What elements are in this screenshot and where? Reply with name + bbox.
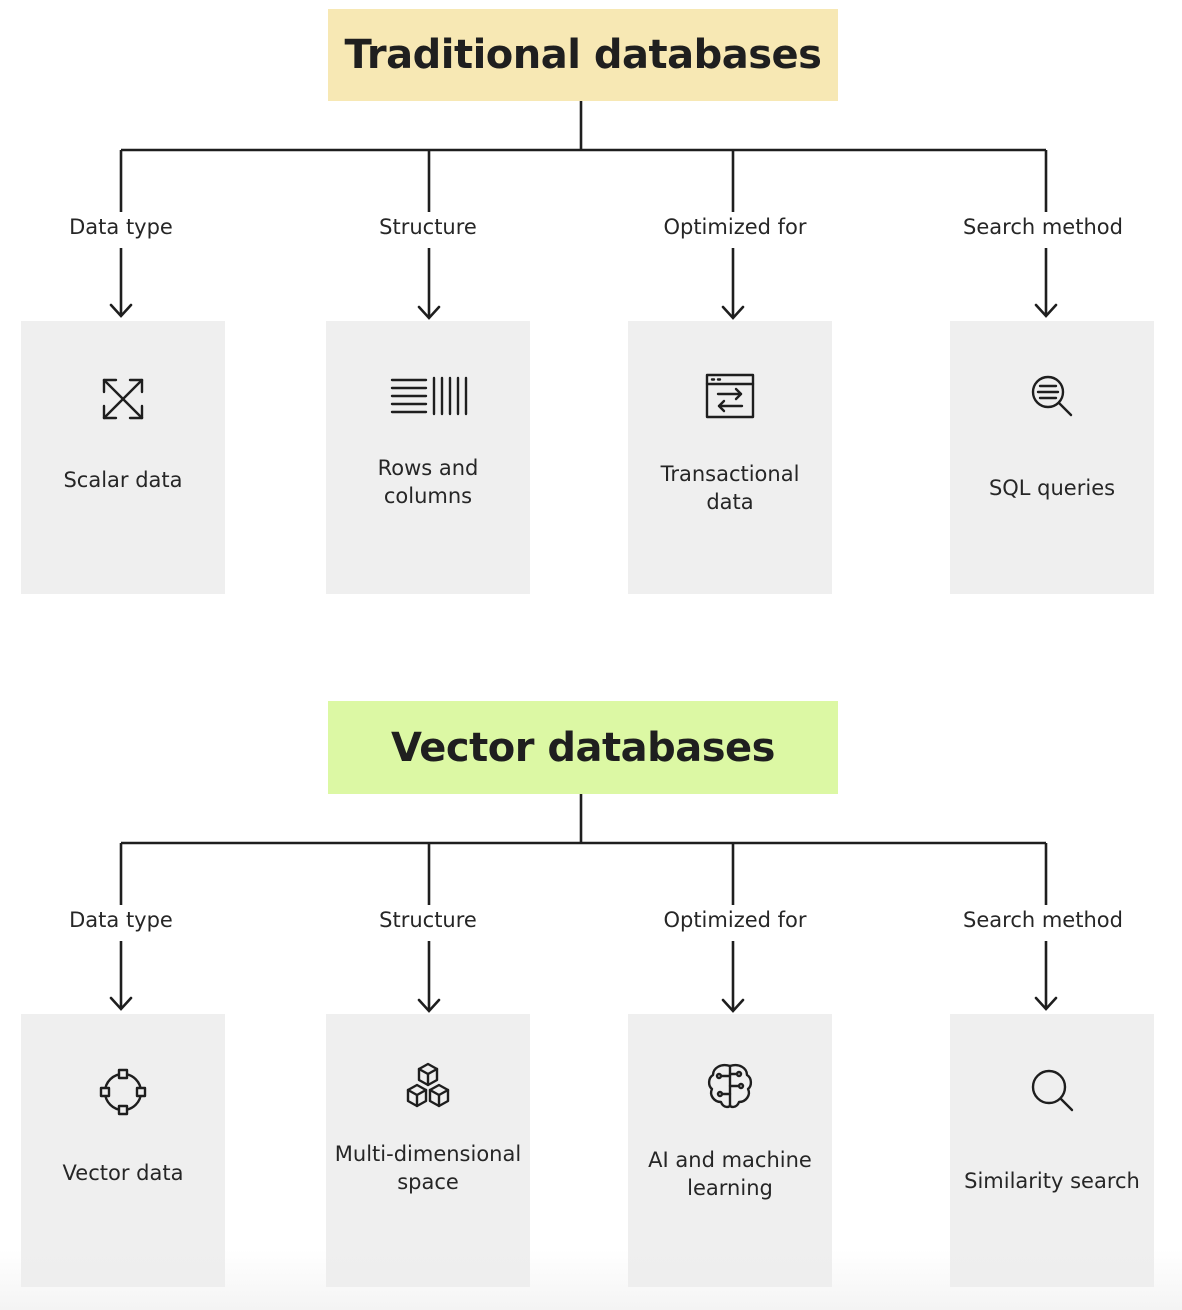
search-icon: [950, 1062, 1154, 1122]
cubes-icon: [326, 1058, 530, 1118]
vector-databases-section: Vector databases Data type Structure Opt…: [0, 693, 1182, 1293]
trad-label-optimized-for: Optimized for: [635, 214, 835, 240]
trad-card-label: Transactional data: [660, 462, 800, 514]
vec-card-vector-data: Vector data: [21, 1014, 225, 1287]
vec-card-multi-dimensional-space: Multi-dimensional space: [326, 1014, 530, 1287]
vec-card-label: AI and machine learning: [648, 1148, 812, 1200]
transaction-window-icon: [628, 369, 832, 429]
trad-card-label: SQL queries: [988, 476, 1116, 500]
vec-card-similarity-search: Similarity search: [950, 1014, 1154, 1287]
trad-card-transactional-data: Transactional data: [628, 321, 832, 594]
expand-arrows-icon: [21, 370, 225, 430]
trad-label-structure: Structure: [328, 214, 528, 240]
vec-label-data-type: Data type: [21, 907, 221, 933]
rows-columns-icon: [326, 368, 530, 428]
brain-circuit-icon: [628, 1058, 832, 1118]
vec-card-label: Vector data: [62, 1161, 184, 1185]
trad-card-label: Rows and columns: [377, 456, 479, 508]
vec-card-label: Multi-dimensional space: [334, 1142, 522, 1194]
trad-card-rows-columns: Rows and columns: [326, 321, 530, 594]
vector-nodes-icon: [21, 1063, 225, 1123]
vector-connectors: [109, 794, 1058, 1013]
search-lines-icon: [950, 367, 1154, 427]
trad-card-label: Scalar data: [63, 468, 183, 492]
vec-label-search-method: Search method: [943, 907, 1143, 933]
vec-card-ai-machine-learning: AI and machine learning: [628, 1014, 832, 1287]
vec-label-structure: Structure: [328, 907, 528, 933]
trad-card-sql-queries: SQL queries: [950, 321, 1154, 594]
trad-card-scalar-data: Scalar data: [21, 321, 225, 594]
traditional-databases-title: Traditional databases: [328, 9, 838, 101]
vector-databases-title: Vector databases: [328, 701, 838, 794]
traditional-connectors: [109, 101, 1058, 320]
trad-label-search-method: Search method: [943, 214, 1143, 240]
traditional-databases-section: Traditional databases Data type Structur…: [0, 0, 1182, 600]
trad-label-data-type: Data type: [21, 214, 221, 240]
vec-label-optimized-for: Optimized for: [635, 907, 835, 933]
vec-card-label: Similarity search: [964, 1169, 1140, 1193]
